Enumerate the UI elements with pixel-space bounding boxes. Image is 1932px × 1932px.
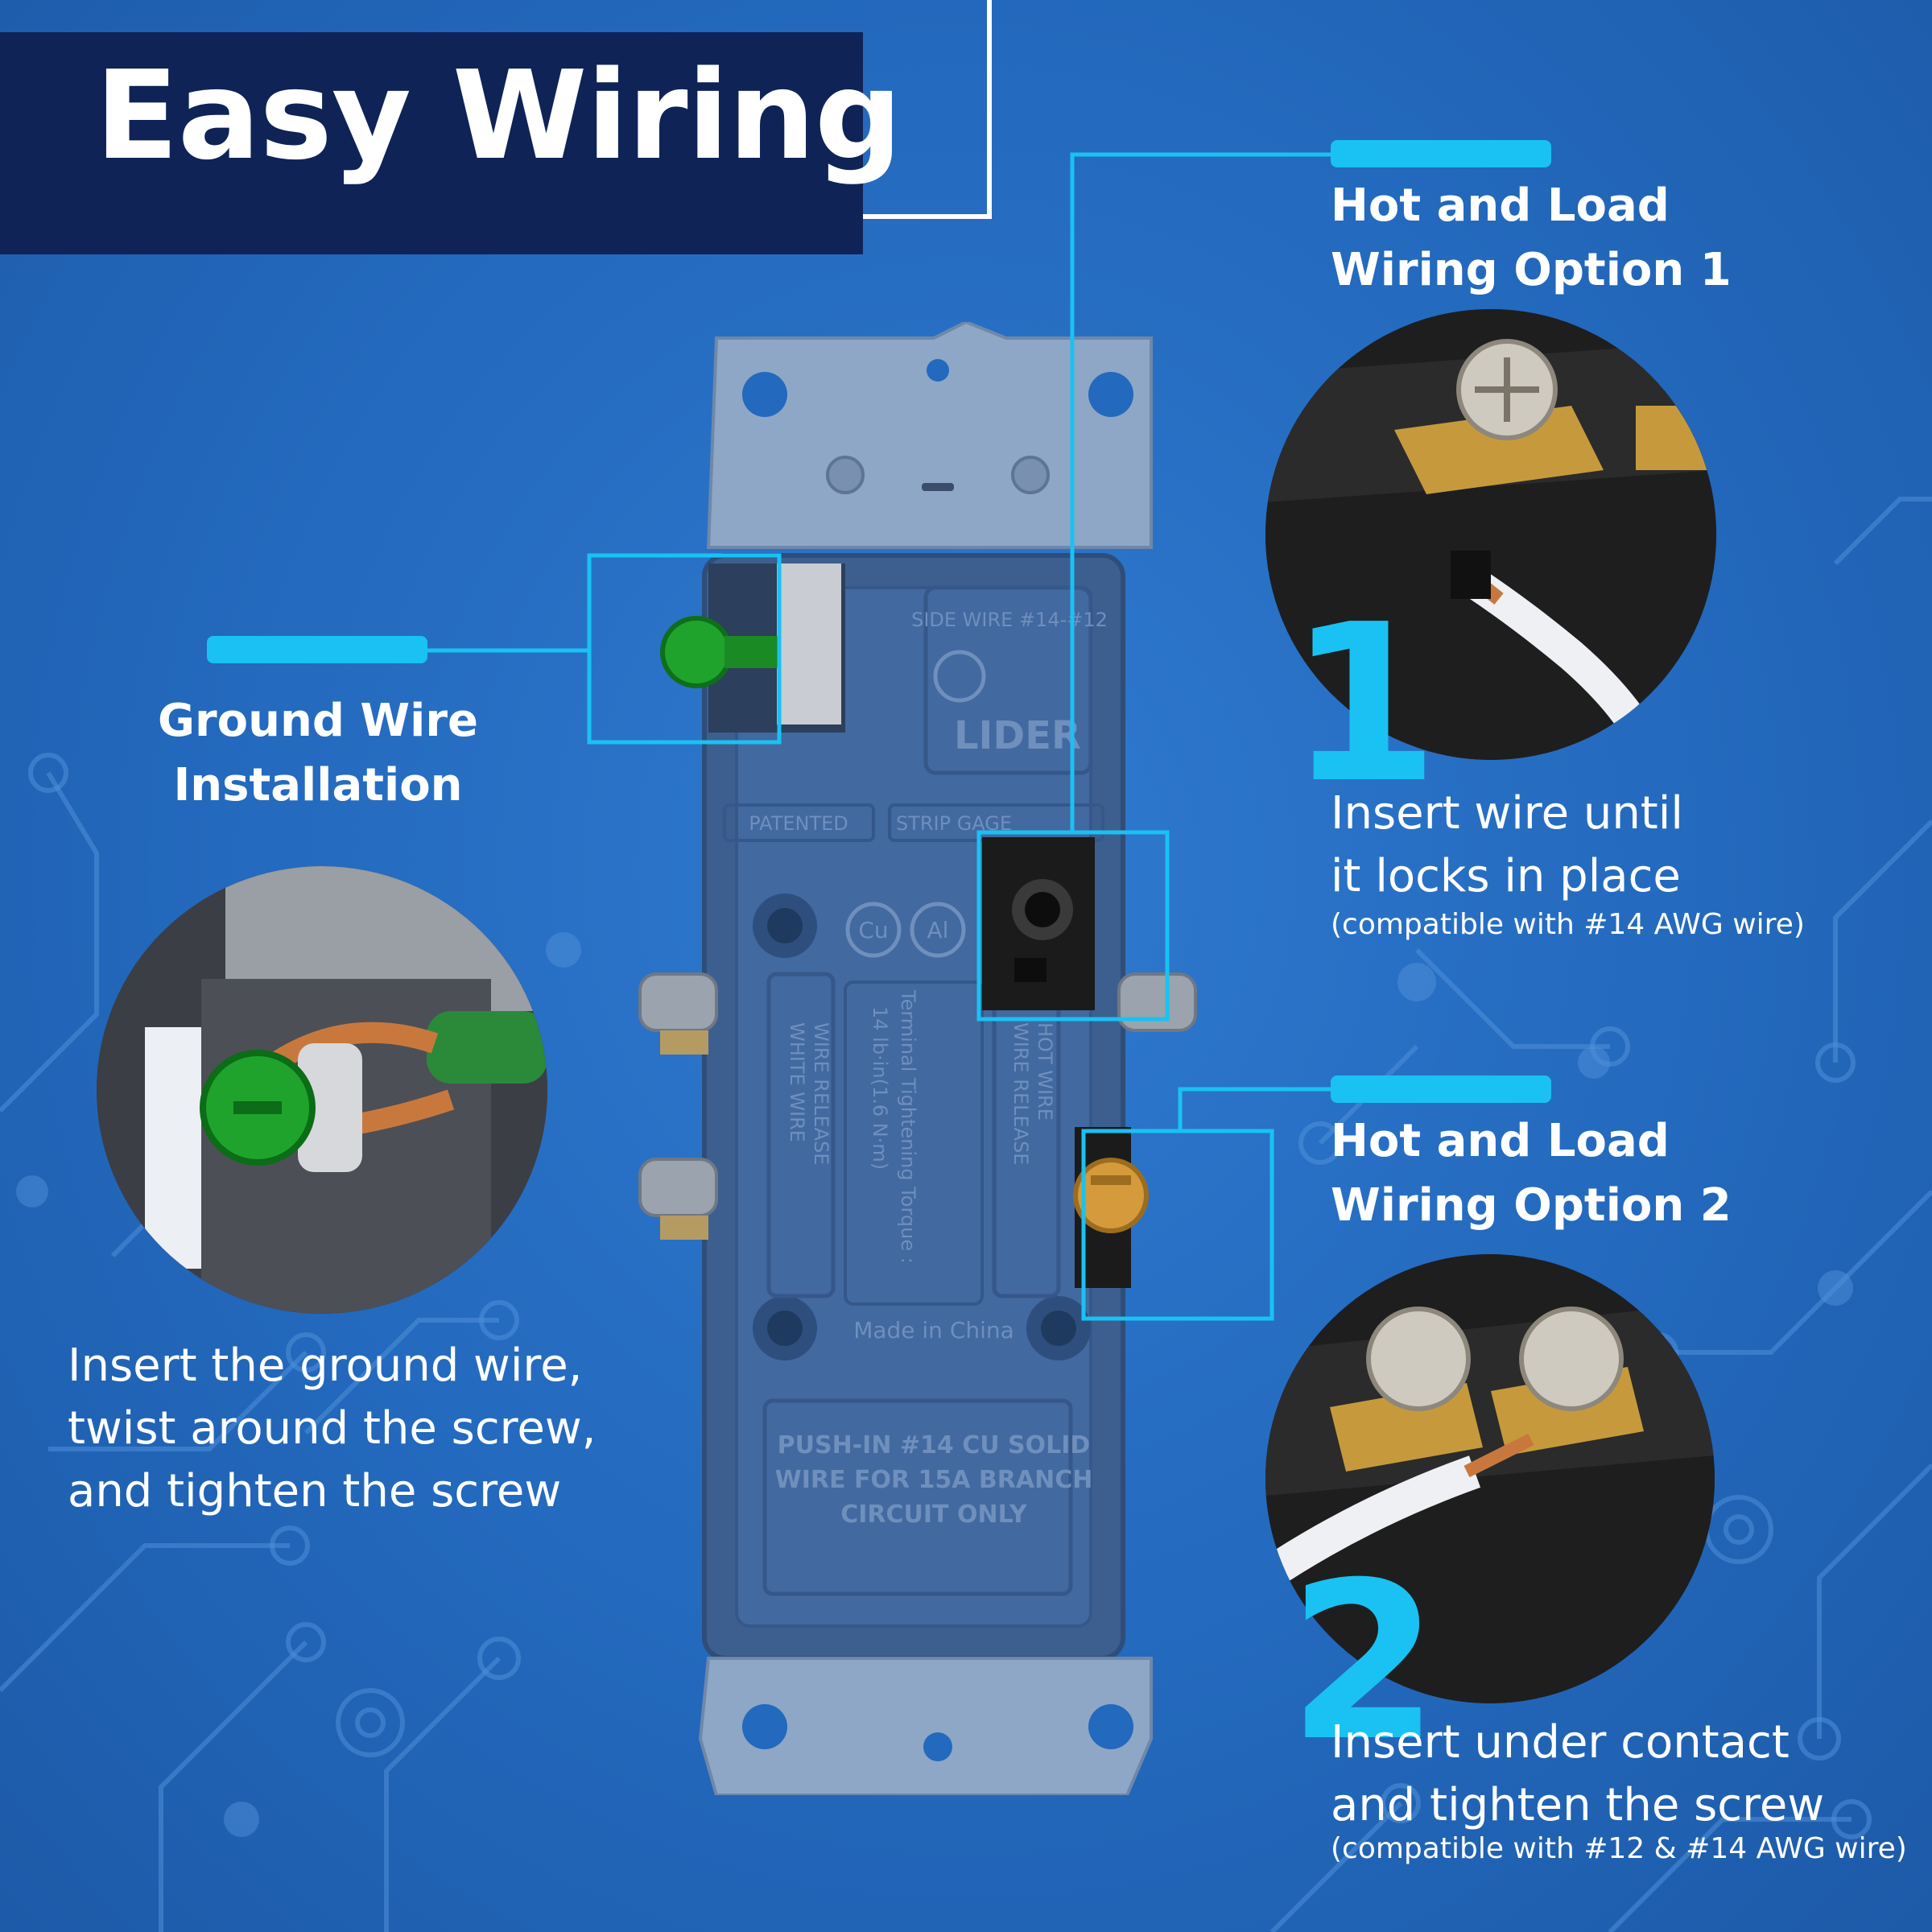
ground-heading-line1: Ground Wire — [158, 695, 478, 747]
torque-label-line1: Terminal Tightening Torque : — [897, 989, 919, 1264]
page-title: Easy Wiring — [95, 44, 902, 187]
ground-detail-photo — [97, 866, 547, 1314]
right-release-label-line1: HOT WIRE — [1034, 1022, 1056, 1121]
side-terminal-screw — [1117, 972, 1197, 1032]
ground-instructions: Insert the ground wire, twist around the… — [68, 1335, 647, 1523]
side-terminal-screw — [638, 972, 718, 1055]
switch-device-back: SIDE WIRE #14-#12 LIDER PATENTED STRIP G… — [638, 322, 1197, 1795]
option1-number: 1 — [1288, 577, 1439, 831]
strap-hole — [742, 372, 787, 417]
option1-text-line2: it locks in place — [1331, 850, 1681, 902]
option1-heading-line2: Wiring Option 1 — [1331, 244, 1732, 296]
option2-screw-closeup — [1519, 1307, 1624, 1411]
patented-label: PATENTED — [749, 812, 848, 835]
option2-text-line2: and tighten the screw — [1331, 1779, 1825, 1831]
pushin-label-line3: CIRCUIT ONLY — [840, 1501, 1028, 1529]
ground-heading-line2: Installation — [173, 759, 463, 811]
option2-number: 2 — [1288, 1535, 1439, 1789]
strap-hole — [923, 1732, 952, 1761]
option1-highlight-box — [976, 830, 1170, 1022]
title-box — [0, 32, 863, 254]
torque-label-line2: 14 lb·in(1.6 N·m) — [869, 1006, 891, 1170]
al-label: Al — [927, 917, 949, 943]
side-wire-label: SIDE WIRE #14-#12 — [911, 609, 1108, 631]
ground-accent-bar — [207, 636, 427, 663]
left-release-label-line1: WIRE RELEASE — [810, 1022, 832, 1165]
right-release-label-line2: WIRE RELEASE — [1009, 1022, 1032, 1165]
made-in-label: Made in China — [853, 1317, 1014, 1344]
option2-note: (compatible with #12 & #14 AWG wire) — [1331, 1832, 1907, 1865]
option1-text-line1: Insert wire until — [1331, 787, 1683, 840]
option1-accent-bar — [1331, 140, 1551, 167]
option1-heading: Hot and Load Wiring Option 1 — [1331, 174, 1910, 303]
option2-detail-photo — [1265, 1254, 1715, 1703]
ground-text-line3: and tighten the screw — [68, 1465, 562, 1517]
strap-hole — [927, 359, 949, 382]
brand-label: LIDER — [954, 713, 1081, 758]
option2-heading-line2: Wiring Option 2 — [1331, 1179, 1732, 1232]
ground-text-line2: twist around the screw, — [68, 1402, 597, 1455]
side-terminal-screw — [638, 1158, 718, 1240]
option2-screw-closeup — [1366, 1307, 1471, 1411]
option1-instructions: Insert wire until it locks in place — [1331, 782, 1910, 908]
strap-hole — [742, 1704, 787, 1749]
option2-text-line1: Insert under contact — [1331, 1716, 1790, 1769]
strap-hole — [1088, 1704, 1133, 1749]
option2-instructions: Insert under contact and tighten the scr… — [1331, 1711, 1918, 1837]
pushin-label-line2: WIRE FOR 15A BRANCH — [775, 1466, 1093, 1494]
ground-text-line1: Insert the ground wire, — [68, 1340, 583, 1392]
left-release-label-line2: WHITE WIRE — [786, 1022, 808, 1142]
option2-highlight-box — [1081, 1129, 1274, 1321]
option2-accent-bar — [1331, 1075, 1551, 1103]
option2-heading: Hot and Load Wiring Option 2 — [1331, 1109, 1910, 1238]
option1-heading-line1: Hot and Load — [1331, 180, 1670, 232]
option2-heading-line1: Hot and Load — [1331, 1115, 1670, 1167]
pushin-label-line1: PUSH-IN #14 CU SOLID — [778, 1431, 1091, 1459]
cu-label: Cu — [858, 917, 888, 943]
option1-note: (compatible with #14 AWG wire) — [1331, 908, 1805, 941]
strap-hole — [1088, 372, 1133, 417]
ground-heading: Ground Wire Installation — [113, 689, 523, 818]
option1-detail-photo — [1265, 309, 1716, 760]
ground-highlight-box — [587, 553, 782, 745]
